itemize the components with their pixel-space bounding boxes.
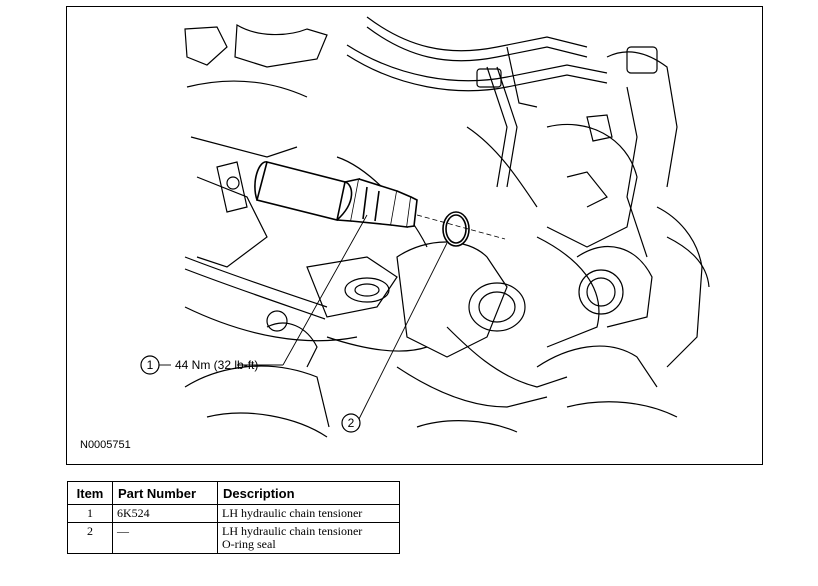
assembly-centerline: [416, 214, 506, 240]
table-row: 2 — LH hydraulic chain tensioner O-ring …: [67, 522, 400, 554]
figure-frame: 1 44 Nm (32 lb-ft) 2 N0005751: [66, 6, 763, 465]
header-description: Description: [217, 481, 400, 505]
cell-description: LH hydraulic chain tensioner: [217, 504, 400, 523]
chain-tensioner-drawing: [254, 161, 418, 228]
callout-2-number: 2: [348, 416, 355, 430]
header-part-number: Part Number: [112, 481, 218, 505]
engine-illustration: 1 44 Nm (32 lb-ft) 2: [140, 16, 710, 438]
parts-table: Item Part Number Description 1 6K524 LH …: [67, 481, 400, 554]
callout-2-leader: [356, 242, 448, 424]
cell-description: LH hydraulic chain tensioner O-ring seal: [217, 522, 400, 554]
callout-1-leader: [282, 214, 368, 366]
cell-item: 1: [67, 504, 113, 523]
callout-2-circle: [341, 413, 361, 433]
callout-1-number: 1: [147, 358, 154, 372]
figure-id: N0005751: [80, 439, 131, 451]
description-line: LH hydraulic chain tensioner: [222, 524, 363, 538]
description-line: O-ring seal: [222, 537, 276, 551]
cell-part-number: —: [112, 522, 218, 554]
o-ring-seal-drawing: [442, 211, 470, 247]
callout-1-label: 44 Nm (32 lb-ft): [175, 358, 258, 372]
description-line: LH hydraulic chain tensioner: [222, 506, 363, 520]
cell-item: 2: [67, 522, 113, 554]
table-row: 1 6K524 LH hydraulic chain tensioner: [67, 504, 400, 523]
table-header-row: Item Part Number Description: [67, 481, 400, 505]
cell-part-number: 6K524: [112, 504, 218, 523]
engine-background: [184, 16, 710, 438]
header-item: Item: [67, 481, 113, 505]
